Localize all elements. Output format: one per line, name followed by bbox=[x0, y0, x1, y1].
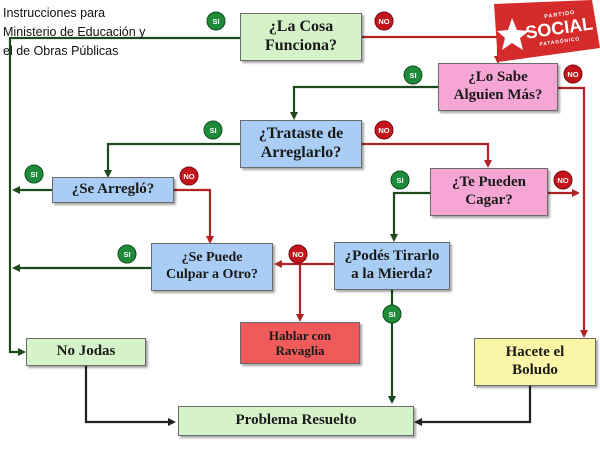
node-text: Arreglarlo? bbox=[260, 144, 342, 161]
partido-social-logo: PARTIDO SOCIAL PATAGÓNICO bbox=[494, 0, 600, 62]
badge-no-sabe: NO bbox=[563, 64, 583, 84]
badge-yes-trataste: SI bbox=[203, 120, 223, 140]
badge-no-cagar: NO bbox=[553, 170, 573, 190]
arrow-trataste-no bbox=[362, 142, 492, 168]
node-text: Alguien Más? bbox=[453, 87, 543, 103]
arrow-cagar-si bbox=[390, 191, 430, 242]
node-text: ¿Se Puede bbox=[181, 250, 243, 266]
node-problema-resuelto: Problema Resuelto bbox=[178, 406, 414, 436]
badge-no-arreglo: NO bbox=[179, 166, 199, 186]
badge-yes-cosa: SI bbox=[206, 11, 226, 31]
caption-line-3: el de Obras Públicas bbox=[3, 44, 119, 58]
arrow-trataste-si bbox=[104, 142, 240, 178]
node-text: ¿Lo Sabe bbox=[468, 69, 528, 86]
node-text: Boludo bbox=[512, 362, 558, 378]
node-text: ¿Te Pueden bbox=[451, 174, 527, 191]
arrow-sabe-si bbox=[290, 85, 438, 120]
svg-text:SI: SI bbox=[388, 310, 395, 319]
badge-no-cosa: NO bbox=[374, 11, 394, 31]
node-text: ¿Trataste de bbox=[258, 125, 344, 143]
node-text: No Jodas bbox=[56, 343, 116, 360]
arrow-hacete-resuelto bbox=[414, 386, 532, 426]
svg-text:NO: NO bbox=[378, 17, 389, 26]
svg-text:NO: NO bbox=[292, 250, 303, 259]
svg-text:SI: SI bbox=[212, 17, 219, 26]
badge-no-trataste: NO bbox=[374, 120, 394, 140]
node-text: Culpar a Otro? bbox=[165, 267, 259, 282]
svg-text:SI: SI bbox=[209, 126, 216, 135]
svg-text:NO: NO bbox=[557, 176, 568, 185]
badge-yes-arreglo: SI bbox=[24, 164, 44, 184]
caption-line-1: Instrucciones para bbox=[3, 6, 106, 20]
node-text: ¿Se Arregló? bbox=[71, 181, 155, 198]
node-text: ¿La Cosa bbox=[268, 18, 334, 36]
node-text: Hablar con bbox=[268, 327, 332, 343]
node-text: Problema Resuelto bbox=[235, 412, 357, 429]
badge-yes-tirarlo: SI bbox=[382, 304, 402, 324]
svg-text:SI: SI bbox=[409, 71, 416, 80]
node-text: Ravaglia bbox=[275, 343, 325, 358]
badge-yes-sabe: SI bbox=[403, 65, 423, 85]
svg-text:NO: NO bbox=[567, 70, 578, 79]
arrow-nojodas-resuelto bbox=[84, 366, 176, 426]
caption-line-2: Ministerio de Educación y bbox=[3, 25, 146, 39]
instructions-caption: Instrucciones para Ministerio de Educaci… bbox=[3, 4, 145, 61]
node-text: ¿Podés Tirarlo bbox=[344, 248, 440, 265]
arrow-sabe-no bbox=[558, 86, 588, 338]
node-text: a la Mierda? bbox=[351, 266, 433, 282]
svg-text:SI: SI bbox=[30, 170, 37, 179]
arrow-cosa-no bbox=[362, 35, 502, 64]
svg-text:NO: NO bbox=[183, 172, 194, 181]
node-text: Cagar? bbox=[465, 192, 513, 208]
node-no-jodas: No Jodas bbox=[26, 338, 146, 366]
badge-yes-culpar: SI bbox=[117, 244, 137, 264]
node-se-arreglo: ¿Se Arregló? bbox=[52, 177, 174, 203]
svg-text:SI: SI bbox=[123, 250, 130, 259]
svg-text:NO: NO bbox=[378, 126, 389, 135]
svg-text:PARTIDO: PARTIDO bbox=[544, 10, 576, 20]
svg-text:SI: SI bbox=[396, 176, 403, 185]
arrow-arreglo-no bbox=[174, 188, 214, 244]
badge-yes-cagar: SI bbox=[390, 170, 410, 190]
arrow-cosa-si bbox=[8, 36, 240, 356]
badge-no-tirarlo: NO bbox=[288, 244, 308, 264]
node-text: Funciona? bbox=[264, 37, 337, 54]
node-text: Hacete el bbox=[505, 344, 565, 361]
